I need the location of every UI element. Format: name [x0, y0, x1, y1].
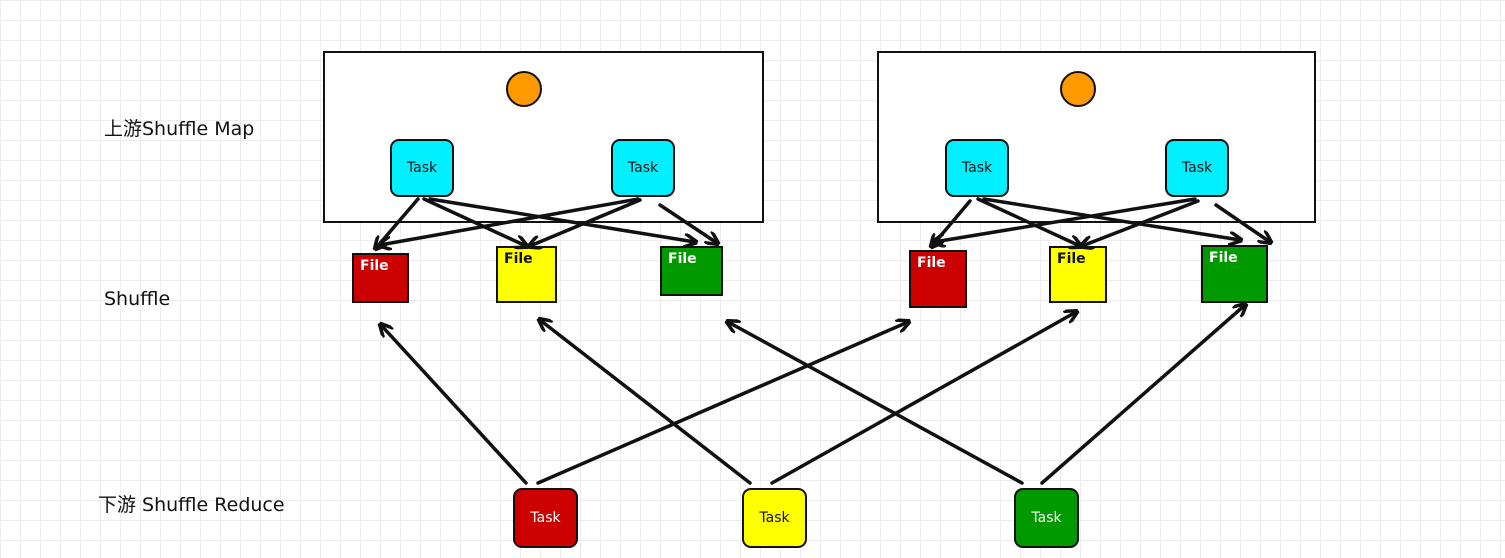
reduce-task-green: Task [1014, 488, 1079, 548]
reduce-task-yellow: Task [742, 488, 807, 548]
arrow-reduce-yellow-file-yellow-2 [770, 312, 1076, 485]
arrow-reduce-red-file-red-2 [536, 322, 908, 485]
map-task-3: Task [945, 139, 1009, 197]
shuffle-label: Shuffle [104, 288, 171, 310]
executor-dot-2 [1060, 71, 1096, 107]
arrow-map4-file-green [1214, 203, 1270, 242]
arrow-map1-file-green [428, 197, 695, 242]
arrow-map4-file-red [934, 197, 1197, 242]
file-green-1: File [660, 246, 723, 296]
arrow-map2-file-red [380, 197, 640, 245]
arrow-map3-file-green [982, 197, 1240, 240]
arrow-map4-file-yellow [1082, 199, 1200, 246]
arrow-reduce-red-file-red-1 [381, 325, 528, 485]
map-task-2: Task [611, 139, 675, 197]
map-task-4: Task [1165, 139, 1229, 197]
arrow-reduce-green-file-green-1 [728, 322, 1024, 485]
file-red-1: File [352, 253, 409, 303]
arrow-map1-file-yellow [422, 197, 526, 246]
upstream-shuffle-map-label: 上游Shuffle Map [104, 118, 255, 140]
map-task-1: Task [390, 139, 454, 197]
downstream-shuffle-reduce-label: 下游 Shuffle Reduce [98, 494, 285, 516]
file-yellow-2: File [1049, 246, 1107, 303]
arrow-map2-file-yellow [530, 198, 642, 246]
file-red-2: File [909, 250, 967, 308]
executor-dot-1 [506, 71, 542, 107]
arrow-map2-file-green [658, 203, 717, 243]
file-green-2: File [1201, 245, 1268, 303]
arrow-reduce-yellow-file-yellow-1 [540, 320, 752, 485]
arrow-map3-file-yellow [976, 197, 1080, 246]
arrow-reduce-green-file-green-2 [1040, 305, 1245, 485]
reduce-task-red: Task [513, 488, 578, 548]
